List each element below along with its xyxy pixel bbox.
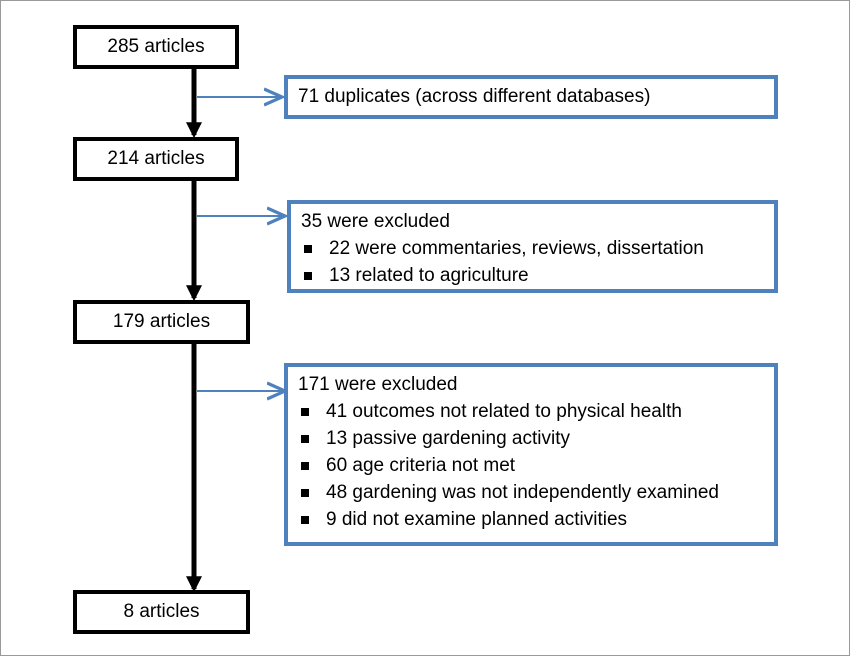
bullet-icon <box>301 462 309 470</box>
list-item: 48 gardening was not independently exami… <box>298 479 764 506</box>
list-item: 60 age criteria not met <box>298 452 764 479</box>
stage-box-8: 8 articles <box>73 590 250 634</box>
exclusion-title: 171 were excluded <box>298 374 458 395</box>
exclusion-box-duplicates: 71 duplicates (across different database… <box>284 75 778 119</box>
stage-label: 179 articles <box>112 311 211 332</box>
bullet-icon <box>301 489 309 497</box>
bullet-icon <box>301 408 309 416</box>
stage-label: 8 articles <box>123 601 200 622</box>
list-item: 41 outcomes not related to physical heal… <box>298 398 764 425</box>
bullet-icon <box>301 435 309 443</box>
list-item: 9 did not examine planned activities <box>298 506 764 533</box>
list-item: 13 related to agriculture <box>301 262 764 289</box>
exclusion-reasons: 22 were commentaries, reviews, dissertat… <box>301 235 764 289</box>
bullet-icon <box>301 516 309 524</box>
list-item: 13 passive gardening activity <box>298 425 764 452</box>
exclusion-title: 71 duplicates (across different database… <box>298 86 651 107</box>
stage-box-214: 214 articles <box>73 137 239 181</box>
stage-label: 214 articles <box>107 148 205 169</box>
exclusion-title: 35 were excluded <box>301 211 450 232</box>
exclusion-box-35: 35 were excluded 22 were commentaries, r… <box>287 200 778 293</box>
list-item: 22 were commentaries, reviews, dissertat… <box>301 235 764 262</box>
bullet-icon <box>304 272 312 280</box>
exclusion-box-171: 171 were excluded 41 outcomes not relate… <box>284 363 778 546</box>
bullet-icon <box>304 245 312 253</box>
exclusion-reasons: 41 outcomes not related to physical heal… <box>298 398 764 533</box>
stage-box-179: 179 articles <box>73 300 250 344</box>
stage-box-285: 285 articles <box>73 25 239 69</box>
stage-label: 285 articles <box>107 36 205 57</box>
